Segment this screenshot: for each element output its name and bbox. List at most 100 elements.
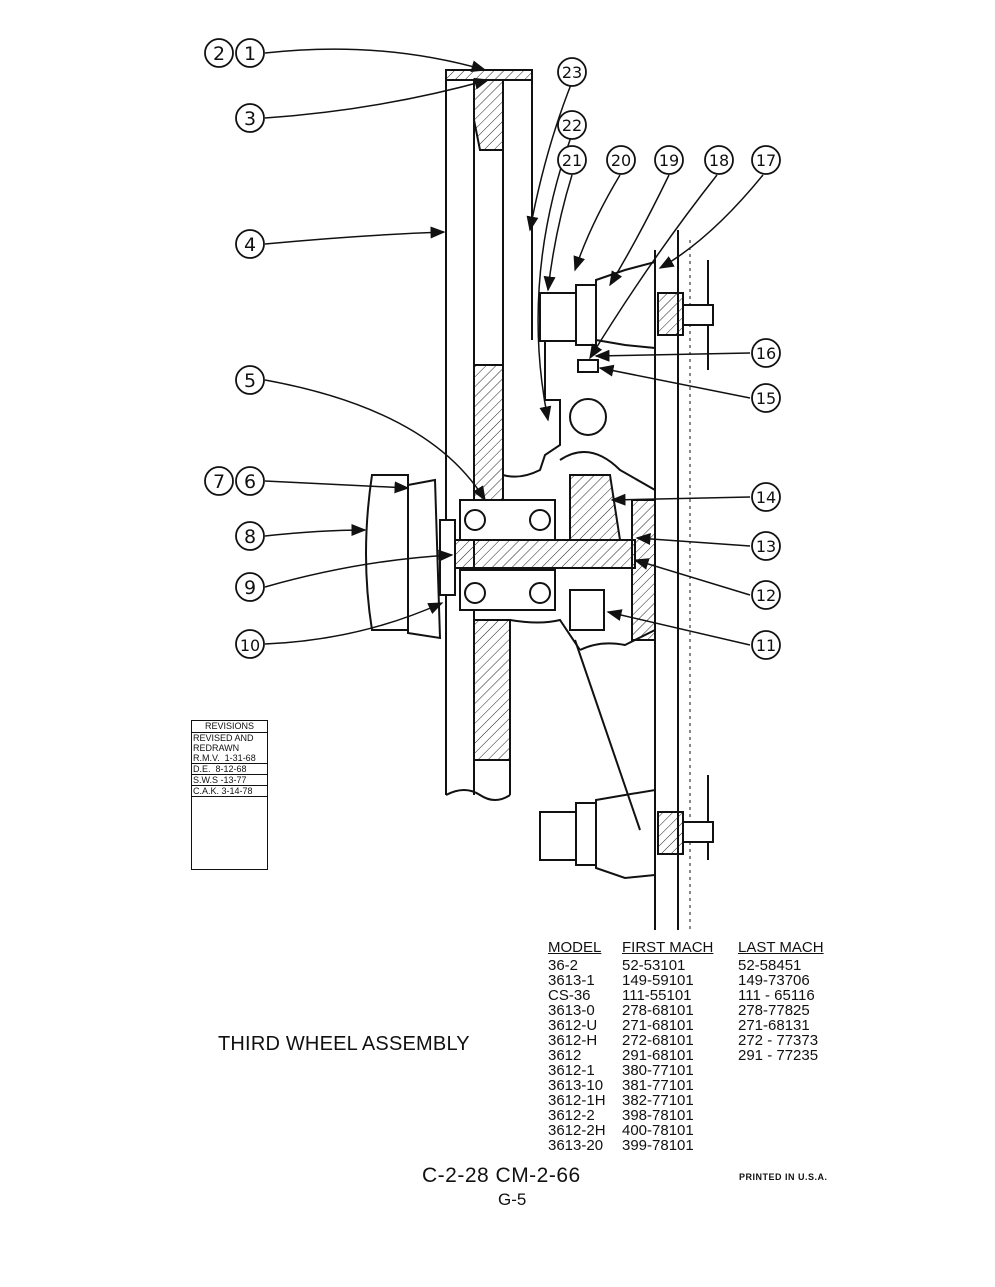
callout-7: 7	[204, 466, 234, 496]
callout-12: 12	[751, 580, 781, 610]
revisions-box: REVISIONS REVISED AND REDRAWN R.M.V. 1-3…	[191, 720, 268, 870]
callout-2: 2	[204, 38, 234, 68]
table-cell: 36-2	[548, 957, 579, 974]
table-cell: 52-53101	[622, 957, 686, 974]
table-cell: 3613-20	[548, 1137, 604, 1154]
svg-text:9: 9	[244, 577, 256, 599]
svg-text:6: 6	[244, 471, 256, 493]
svg-text:4: 4	[244, 234, 256, 256]
table-cell: 3612-1	[548, 1062, 595, 1079]
svg-text:20: 20	[611, 151, 631, 170]
table-cell: 399-78101	[622, 1137, 694, 1154]
first-mach-header: FIRST MACH	[622, 939, 714, 956]
callout-21: 21	[557, 145, 587, 175]
wheel-body	[445, 69, 581, 801]
table-cell: 3612-2H	[548, 1122, 606, 1139]
shaft-and-bearings	[365, 474, 636, 640]
table-cell: 3613-10	[548, 1077, 604, 1094]
leader-lines	[264, 48, 764, 646]
table-cell: 291-68101	[622, 1047, 694, 1064]
table-cell: 111 - 65116	[738, 987, 815, 1004]
callout-14: 14	[751, 482, 781, 512]
callouts: 2 1 3 4 5 7 6 8 9 10 11 12 13 14 15 16 1…	[204, 38, 781, 660]
callout-19: 19	[654, 145, 684, 175]
model-header: MODEL	[548, 939, 602, 956]
table-cell: 3612-H	[548, 1032, 598, 1049]
svg-text:15: 15	[756, 389, 776, 408]
svg-text:19: 19	[659, 151, 679, 170]
callout-5: 5	[235, 365, 265, 395]
revision-row: D.E. 8-12-68	[192, 764, 267, 775]
svg-text:2: 2	[213, 43, 225, 65]
svg-text:18: 18	[709, 151, 729, 170]
callout-23: 23	[557, 57, 587, 87]
last-mach-header: LAST MACH	[738, 939, 824, 956]
svg-text:21: 21	[562, 151, 582, 170]
callout-1: 1	[235, 38, 265, 68]
table-cell: 3612	[548, 1047, 582, 1064]
callout-9: 9	[235, 572, 265, 602]
svg-text:16: 16	[756, 344, 776, 363]
callout-16: 16	[751, 338, 781, 368]
table-cell: 3613-1	[548, 972, 595, 989]
svg-text:14: 14	[756, 488, 776, 507]
revision-row: S.W.S -13-77	[192, 775, 267, 786]
callout-13: 13	[751, 531, 781, 561]
table-cell: CS-36	[548, 987, 591, 1004]
drawing-code: C-2-28 CM-2-66	[422, 1164, 581, 1187]
table-cell: 3612-2	[548, 1107, 595, 1124]
callout-17: 17	[751, 145, 781, 175]
svg-text:5: 5	[244, 370, 256, 392]
table-cell: 398-78101	[622, 1107, 694, 1124]
revision-row: C.A.K. 3-14-78	[192, 786, 267, 797]
table-cell: 3612-1H	[548, 1092, 606, 1109]
callout-20: 20	[606, 145, 636, 175]
table-cell: 3613-0	[548, 1002, 595, 1019]
svg-text:10: 10	[240, 636, 260, 655]
callout-3: 3	[235, 103, 265, 133]
svg-text:17: 17	[756, 151, 776, 170]
plate-and-bolts	[539, 230, 714, 930]
table-cell: 382-77101	[622, 1092, 694, 1109]
table-cell: 278-77825	[738, 1002, 810, 1019]
table-cell: 381-77101	[622, 1077, 694, 1094]
drawing-title: THIRD WHEEL ASSEMBLY	[218, 1033, 470, 1055]
callout-11: 11	[751, 630, 781, 660]
table-cell: 149-73706	[738, 972, 810, 989]
svg-text:11: 11	[756, 636, 776, 655]
table-cell: 272 - 77373	[738, 1032, 819, 1049]
svg-text:12: 12	[756, 586, 776, 605]
table-cell: 272-68101	[622, 1032, 694, 1049]
revision-row: REVISED AND REDRAWN R.M.V. 1-31-68	[192, 733, 267, 764]
table-cell: 52-58451	[738, 957, 802, 974]
svg-text:22: 22	[562, 116, 582, 135]
callout-6: 6	[235, 466, 265, 496]
callout-8: 8	[235, 521, 265, 551]
table-cell: 271-68101	[622, 1017, 694, 1034]
callout-10: 10	[235, 629, 265, 659]
table-cell: 3612-U	[548, 1017, 598, 1034]
svg-text:7: 7	[213, 471, 225, 493]
table-cell: 380-77101	[622, 1062, 694, 1079]
svg-text:8: 8	[244, 526, 256, 548]
svg-text:1: 1	[244, 43, 256, 65]
revisions-header: REVISIONS	[192, 721, 267, 733]
table-cell: 400-78101	[622, 1122, 694, 1139]
table-cell: 278-68101	[622, 1002, 694, 1019]
callout-15: 15	[751, 383, 781, 413]
table-cell: 271-68131	[738, 1017, 810, 1034]
callout-18: 18	[704, 145, 734, 175]
svg-text:23: 23	[562, 63, 582, 82]
printed-note: PRINTED IN U.S.A.	[739, 1172, 828, 1182]
callout-4: 4	[235, 229, 265, 259]
page-number: G-5	[498, 1190, 527, 1209]
table-cell: 291 - 77235	[738, 1047, 819, 1064]
callout-22: 22	[557, 110, 587, 140]
